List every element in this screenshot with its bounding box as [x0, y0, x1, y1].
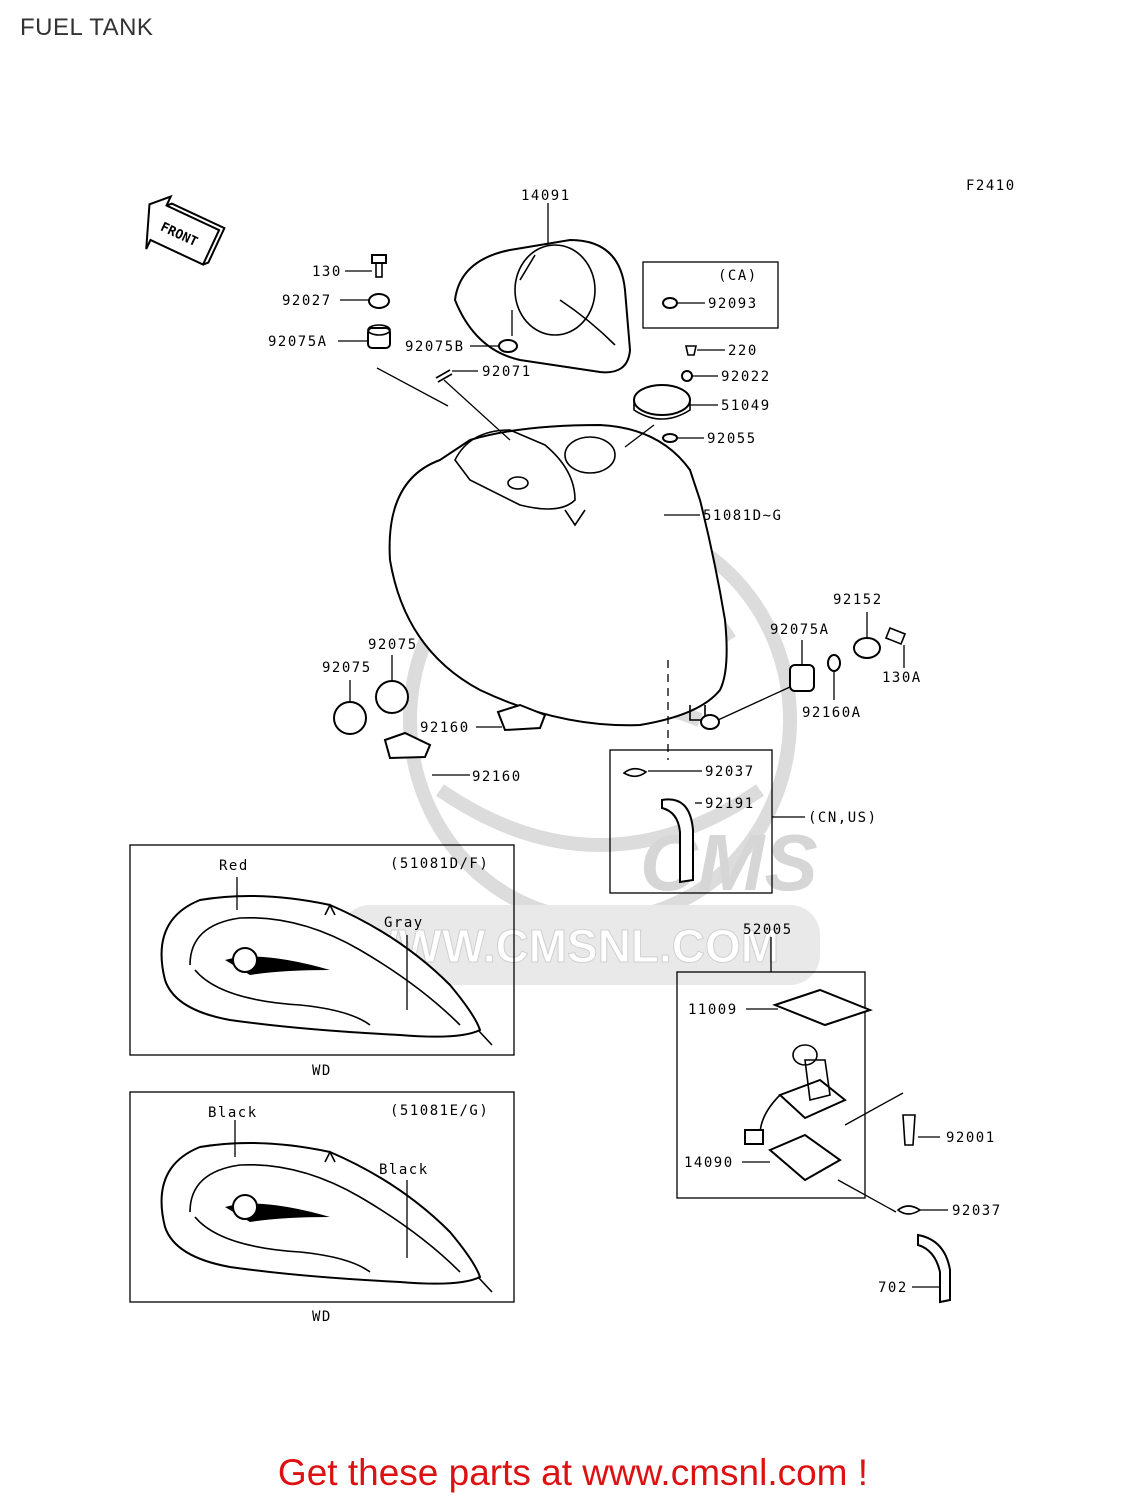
hose-92191	[661, 798, 694, 884]
watermark-logo: CMS	[640, 818, 818, 907]
label-92075-b: 92075	[368, 637, 418, 653]
grommet	[700, 714, 720, 730]
inset-51081DF: (51081D/F) Red Gray WD	[129, 844, 515, 1079]
label-92093: 92093	[708, 296, 758, 312]
label-51049: 51049	[721, 398, 771, 414]
damper-92075-b	[375, 680, 409, 714]
part-labels: 14091 130 92027 92075A 92075B 92071 (CA)…	[268, 188, 1002, 1296]
pin-92071	[435, 369, 453, 383]
label-92037-top: 92037	[705, 764, 755, 780]
label-92037-bottom: 92037	[952, 1203, 1002, 1219]
gasket-11009	[772, 988, 873, 1027]
label-130: 130	[312, 264, 342, 280]
label-92022: 92022	[721, 369, 771, 385]
label-92075B: 92075B	[405, 339, 465, 355]
label-52005: 52005	[743, 922, 793, 938]
damper-92160-a	[496, 703, 547, 732]
inset-bottom-color2: Black	[379, 1162, 429, 1178]
inset-top-color2: Gray	[384, 915, 424, 931]
inset-bottom-color1: Black	[208, 1105, 258, 1121]
label-51081: 51081D~G	[703, 508, 782, 524]
fuel-sender	[744, 1044, 847, 1145]
label-702: 702	[878, 1280, 908, 1296]
damper-92075A-right	[789, 664, 815, 692]
ca-box	[642, 261, 779, 329]
label-130A: 130A	[882, 670, 922, 686]
figure-code: F2410	[966, 178, 1016, 194]
label-14091: 14091	[521, 188, 571, 204]
collar-92027	[368, 293, 390, 309]
bolt-130	[371, 254, 387, 278]
nut-92093	[662, 297, 678, 309]
label-cnus: (CN,US)	[808, 810, 878, 826]
cap-51049	[633, 384, 691, 420]
label-11009: 11009	[688, 1002, 738, 1018]
clamp-92037-top	[622, 767, 648, 778]
label-92055: 92055	[707, 431, 757, 447]
inset-top-color1: Red	[219, 858, 249, 874]
parts-diagram: CMS WWW.CMSNL.COM F2410 FRONT	[129, 178, 1016, 1325]
hose-702	[917, 1233, 951, 1304]
cnus-box	[609, 749, 773, 894]
leader-lines	[338, 203, 948, 1288]
inset-top-code: (51081D/F)	[390, 856, 489, 872]
inset-top-caption: WD	[312, 1063, 332, 1079]
label-92027: 92027	[282, 293, 332, 309]
fuel-tank	[388, 423, 728, 727]
gasket-92055	[662, 433, 678, 443]
collar-92152	[853, 637, 881, 659]
label-92071: 92071	[482, 364, 532, 380]
inset-bottom-caption: WD	[312, 1309, 332, 1325]
label-92001: 92001	[946, 1130, 996, 1146]
label-92075A-top: 92075A	[268, 334, 328, 350]
washer-92160A	[827, 654, 841, 672]
label-92152: 92152	[833, 592, 883, 608]
watermark-banner	[340, 905, 820, 985]
damper-92075A-top	[367, 324, 391, 349]
front-arrow: FRONT	[145, 194, 226, 266]
label-92160-b: 92160	[472, 769, 522, 785]
label-ca: (CA)	[718, 268, 758, 284]
inset-51081EG: (51081E/G) Black Black WD	[129, 1091, 515, 1325]
label-92160-a: 92160	[420, 720, 470, 736]
label-92191: 92191	[705, 796, 755, 812]
damper-92160-b	[383, 731, 432, 760]
label-92075A-right: 92075A	[770, 622, 830, 638]
footer-link[interactable]: Get these parts at www.cmsnl.com !	[277, 1452, 869, 1493]
screw-220	[685, 345, 697, 356]
bracket-14090	[768, 1133, 842, 1182]
damper-92075-a	[333, 701, 367, 735]
page-title: FUEL TANK	[20, 14, 154, 41]
clamp-92037-bottom	[896, 1205, 922, 1215]
label-92160A: 92160A	[802, 705, 862, 721]
label-92075-a: 92075	[322, 660, 372, 676]
inset-bottom-code: (51081E/G)	[390, 1103, 489, 1119]
cover-14091	[453, 238, 632, 374]
screw-92001	[902, 1114, 916, 1146]
washer-92022	[681, 370, 693, 382]
label-14090: 14090	[684, 1155, 734, 1171]
bolt-130A	[884, 626, 907, 646]
label-220: 220	[728, 343, 758, 359]
washer-92075B	[498, 339, 518, 353]
